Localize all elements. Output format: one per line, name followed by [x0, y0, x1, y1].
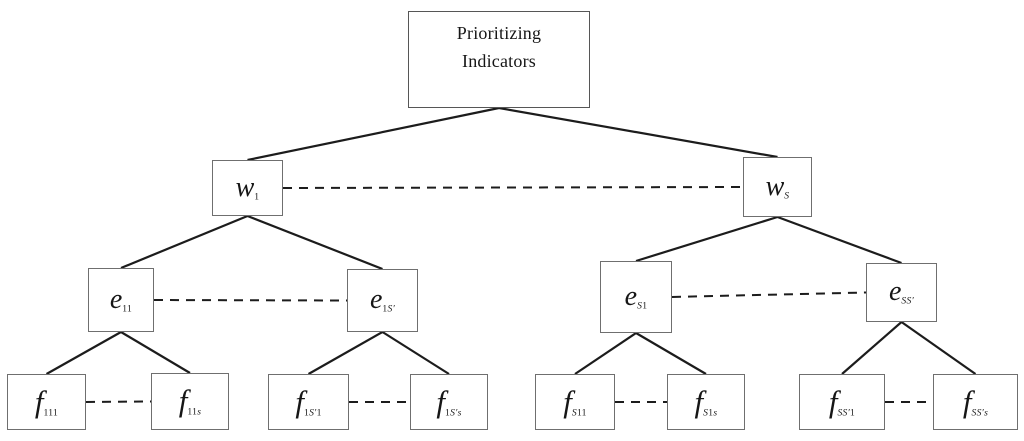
tree-edge — [120, 214, 248, 270]
node-ess-prime: eSS′ — [866, 263, 937, 322]
node-fs11: fS11 — [535, 374, 615, 430]
dashed-sibling-edge — [85, 400, 152, 403]
node-w-s: wS — [743, 157, 812, 217]
node-w1-label: w1 — [235, 171, 260, 203]
tree-edge — [841, 321, 903, 375]
node-fs11-label: fS11 — [563, 383, 587, 419]
node-fss-prime-1-label: fSS′1 — [828, 383, 856, 419]
tree-edge — [120, 331, 191, 374]
dashed-sibling-edge — [153, 299, 348, 302]
tree-edge — [45, 331, 122, 375]
dashed-sibling-edge — [671, 291, 867, 298]
node-f11s-label: f11s — [178, 383, 202, 419]
node-f11s: f11s — [151, 373, 229, 430]
node-fs1s-label: fS1s — [694, 383, 718, 419]
node-es1-label: eS1 — [624, 280, 648, 312]
node-e11-label: e11 — [109, 283, 133, 315]
node-f111: f111 — [7, 374, 86, 430]
tree-edge — [498, 106, 778, 159]
node-e1s-prime: e1S′ — [347, 269, 418, 332]
node-w1: w1 — [212, 160, 283, 216]
tree-edge — [247, 214, 383, 271]
node-e1s-prime-label: e1S′ — [369, 284, 396, 316]
node-fs1s: fS1s — [667, 374, 745, 430]
root-label-line-1: Prioritizing — [456, 23, 542, 43]
node-f111-label: f111 — [34, 383, 59, 419]
root-label: Prioritizing Indicators — [457, 12, 541, 76]
node-fss-prime-s: fSS′s — [933, 374, 1018, 430]
tree-edge — [574, 332, 637, 375]
node-w-s-label: wS — [765, 170, 790, 202]
node-f1s-prime-1-label: f1S′1 — [295, 383, 322, 419]
node-e11: e11 — [88, 268, 154, 332]
tree-edge — [635, 332, 707, 375]
node-f1s-prime-s-label: f1S′s — [436, 383, 462, 419]
node-prioritizing-indicators: Prioritizing Indicators — [408, 11, 590, 108]
node-ess-prime-label: eSS′ — [888, 276, 915, 308]
node-fss-prime-1: fSS′1 — [799, 374, 885, 430]
node-f1s-prime-s: f1S′s — [410, 374, 488, 430]
node-es1: eS1 — [600, 261, 672, 333]
dashed-sibling-edge — [282, 186, 744, 189]
tree-edge — [307, 331, 384, 375]
tree-edge — [900, 321, 977, 375]
tree-edge — [247, 106, 500, 162]
tree-edge — [635, 215, 778, 263]
tree-edge — [381, 331, 450, 375]
node-fss-prime-s-label: fSS′s — [962, 383, 989, 419]
node-f1s-prime-1: f1S′1 — [268, 374, 349, 430]
tree-edge — [777, 215, 902, 265]
root-label-line-2: Indicators — [462, 50, 536, 71]
